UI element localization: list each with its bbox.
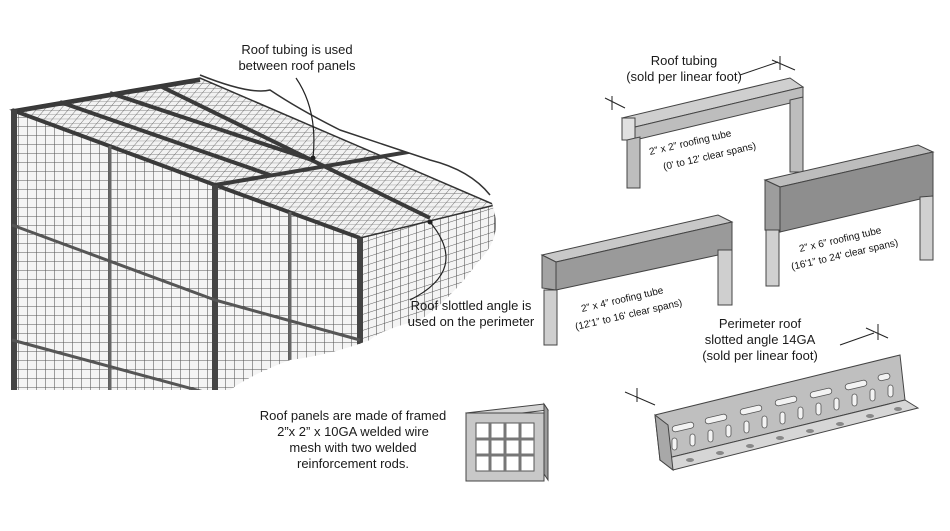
- roof-panels-note-line1: Roof panels are made of framed: [259, 408, 447, 423]
- roof-panel-illustration: [465, 402, 549, 482]
- roof-tubing-header-line2: (sold per linear foot): [626, 69, 742, 84]
- slotted-angle-illustration: [624, 324, 920, 472]
- kennel-enclosure-illustration: [9, 77, 496, 390]
- slotted-angle-callout: Roof slottled angle is used on the perim…: [396, 298, 546, 330]
- slotted-angle-callout-line1: Roof slottled angle is: [410, 298, 532, 313]
- slotted-angle-leader: [409, 221, 447, 301]
- slotted-angle-callout-line2: used on the perimeter: [407, 314, 535, 329]
- perimeter-header: Perimeter roof slotted angle 14GA (sold …: [680, 316, 840, 364]
- perimeter-header-line3: (sold per linear foot): [702, 348, 818, 363]
- perimeter-header-line1: Perimeter roof: [718, 316, 802, 331]
- roof-panels-note: Roof panels are made of framed 2”x 2” x …: [248, 408, 458, 472]
- roof-tubing-callout-line2: between roof panels: [238, 58, 356, 73]
- roof-panels-note-line3: mesh with two welded: [289, 440, 417, 455]
- roof-tubing-header-line1: Roof tubing: [650, 53, 718, 68]
- roof-tubing-leader: [295, 77, 315, 159]
- roof-tubing-callout: Roof tubing is used between roof panels: [222, 42, 372, 74]
- roof-panels-note-line2: 2”x 2” x 10GA welded wire: [277, 424, 429, 439]
- cutaway-edge: [199, 74, 491, 196]
- roof-tubing-callout-line1: Roof tubing is used: [241, 42, 353, 57]
- roof-panels-note-line4: reinforcement rods.: [297, 456, 409, 471]
- roof-tubing-header: Roof tubing (sold per linear foot): [604, 53, 764, 85]
- perimeter-header-line2: slotted angle 14GA: [704, 332, 816, 347]
